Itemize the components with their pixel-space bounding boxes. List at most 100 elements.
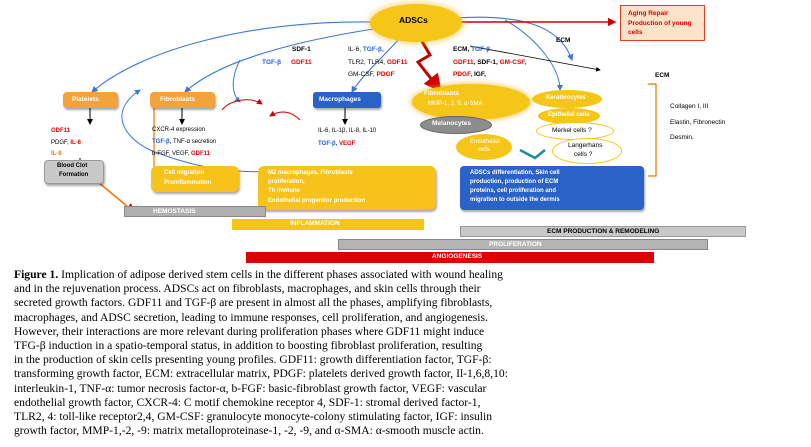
langerhans-node <box>552 138 622 164</box>
arrow-loop-fib <box>232 59 241 103</box>
row2-gdf: GDF11 <box>386 59 408 66</box>
row1-ecm: ECM, <box>453 46 470 53</box>
adsc-diff-line2: production, production of ECM <box>470 179 559 185</box>
ecm-bracket <box>648 83 657 177</box>
caption-line-1: Figure 1. Implication of adipose derived… <box>14 268 804 282</box>
row2-gmcsf: GM-CSF, <box>499 59 527 66</box>
factor-row-3: GM-CSF, PDGF <box>348 71 395 78</box>
mac-vegf: VEGF <box>339 141 356 147</box>
endothelial-line2: cells <box>478 147 491 153</box>
caption-line-2: and in the rejuvenation process. ADSCs a… <box>14 282 481 296</box>
bar-ecm-production-label: ECM PRODUCTION & REMODELING <box>547 228 660 235</box>
m2-line3: Th immune <box>268 188 301 194</box>
m2-line4: Endothelial progenitor production <box>268 198 365 204</box>
row2-sdf: SDF-1, <box>477 59 498 66</box>
factor-row-3-right: PDGF, IGF, <box>453 71 486 78</box>
arrow-teal <box>519 148 546 160</box>
row3-pdgf2: PDGF, <box>453 71 473 78</box>
mac-tgf: TGF-β, <box>318 141 338 147</box>
row1-tgf: TGF-β, <box>362 46 384 53</box>
arrow-red-down <box>415 37 442 93</box>
factor-row-1: IL-6, TGF-β, <box>348 46 384 53</box>
keratinocytes-label: Keratinocytes <box>546 95 586 101</box>
aging-repair-box <box>620 5 705 41</box>
mac-tgf-row: TGF-β, VEGF <box>318 141 355 148</box>
arrow-red-curve <box>221 98 263 111</box>
caption-line-12: growth factor, MMP-1,-2, -9: matrix meta… <box>14 424 484 438</box>
arrow-adsc-to-platelets <box>91 21 376 93</box>
gdf-left: GDF11 <box>291 59 312 66</box>
row3-pdgf: PDGF <box>376 71 395 78</box>
desmin-label: Desmin, <box>670 134 694 141</box>
arrow-macrophage-return <box>121 89 301 173</box>
row2-tlr: TLR2, TLR4, <box>348 59 386 66</box>
bar-angiogenesis-label: ANGIOGENESIS <box>432 253 483 260</box>
fibroblasts-left-label: Fibroblasts <box>160 96 196 103</box>
caption-line-5: However, their interactions are more rel… <box>14 324 485 338</box>
fib-gdf: GDF11 <box>191 151 211 157</box>
adsc-diff-line3: proteins, cell proliferation and <box>470 188 557 194</box>
figure-caption: Figure 1. Implication of adipose derived… <box>14 268 804 438</box>
adscs-label: ADSCs <box>399 15 428 25</box>
caption-line-7: in the production of skin cells presenti… <box>14 353 492 367</box>
fib-cxcr4: CXCR-4 expression <box>152 127 206 133</box>
fibroblasts-left-box <box>150 92 215 108</box>
langerhans-line1: Langerhans <box>568 142 603 149</box>
epithelial-label: Epithelial cells <box>548 112 590 118</box>
row3-igf: IGF, <box>473 71 486 78</box>
bar-angiogenesis: ANGIOGENESIS <box>246 252 654 263</box>
blood-clot-line2: Formation <box>59 172 89 178</box>
aging-repair-line1: Aging Repair <box>628 10 669 17</box>
platelet-gdf: GDF11 <box>51 128 71 134</box>
blood-clot-box <box>44 160 104 184</box>
bar-proliferation: PROLIFERATION <box>338 239 708 250</box>
endothelial-line1: Endothelial <box>470 139 500 145</box>
macrophages-box <box>313 92 381 108</box>
tgf-left: TGF-β <box>262 59 282 66</box>
figure-diagram: ADSCs Aging Repair Production of young c… <box>44 4 746 263</box>
row1-tgf2: TGF-β <box>471 46 491 53</box>
cell-migration-box <box>151 166 239 192</box>
adsc-diff-line4: migration to outside the dermis <box>470 197 560 203</box>
macrophages-label: Macrophages <box>319 96 361 103</box>
fib-tgf-row: TGF-β, TNF-α secretion <box>152 139 216 146</box>
caption-line-3: secreted growth factors. GDF11 and TGF-β… <box>14 296 493 310</box>
platelet-il8: IL-8 <box>51 151 62 157</box>
arrow-adsc-to-fibroblasts <box>184 27 381 93</box>
platelet-pdgf: PDGF, <box>51 140 69 146</box>
endothelial-node <box>456 134 512 160</box>
adscs-node <box>370 4 462 42</box>
arrow-adsc-to-macrophages <box>351 37 401 93</box>
mmp-label: MMP-1, 2, 9, α-SMA <box>428 101 483 107</box>
merkel-label: Merkel cells ? <box>552 127 592 134</box>
row1-il6: IL-6, <box>348 46 362 53</box>
arrow-adsc-right <box>504 19 563 91</box>
caption-line-11: TLR2, 4: toll-like receptor2,4, GM-CSF: … <box>14 410 493 424</box>
ecm-top-label: ECM <box>556 37 571 44</box>
factor-row-1-right: ECM, TGF-β <box>453 46 490 53</box>
blood-clot-line1: Blood Clot <box>57 163 88 169</box>
adsc-diff-box <box>460 166 644 210</box>
fibroblasts-right-node <box>412 84 530 120</box>
diagram-arrows <box>79 16 657 214</box>
keratinocytes-node <box>532 90 602 108</box>
fib-bfgf-row: b-FGF, VEGF, GDF11 <box>152 151 210 158</box>
fibroblasts-right-label: Fibroblasts <box>424 90 460 97</box>
row3-gmcsf: GM-CSF, <box>348 71 375 78</box>
platelets-box <box>63 92 118 108</box>
platelets-label: Platelets <box>72 96 99 103</box>
m2-macrophages-box <box>258 166 436 210</box>
platelet-pdgf-row: PDGF, IL-6 <box>51 140 81 147</box>
epithelial-node <box>538 108 600 124</box>
collagen-label: Collagen I, III <box>670 103 709 110</box>
caption-line-8: transforming growth factor, ECM: extrace… <box>14 367 508 381</box>
row2-gdf2: GDF11, <box>453 59 476 66</box>
bar-hemostasis: HEMOSTASIS <box>124 206 266 217</box>
caption-line-6: TFG-β induction in a spatio-temporal sta… <box>14 339 483 353</box>
mac-il: IL-6, IL-1β, IL-8, IL-10 <box>318 128 377 134</box>
bar-proliferation-label: PROLIFERATION <box>489 241 542 248</box>
fib-bfgf: b-FGF, VEGF, <box>152 151 190 157</box>
caption-label: Figure 1. <box>14 268 59 281</box>
cell-migration-line1: Cell migration <box>164 170 205 176</box>
arrow-red-curve2 <box>269 110 301 121</box>
